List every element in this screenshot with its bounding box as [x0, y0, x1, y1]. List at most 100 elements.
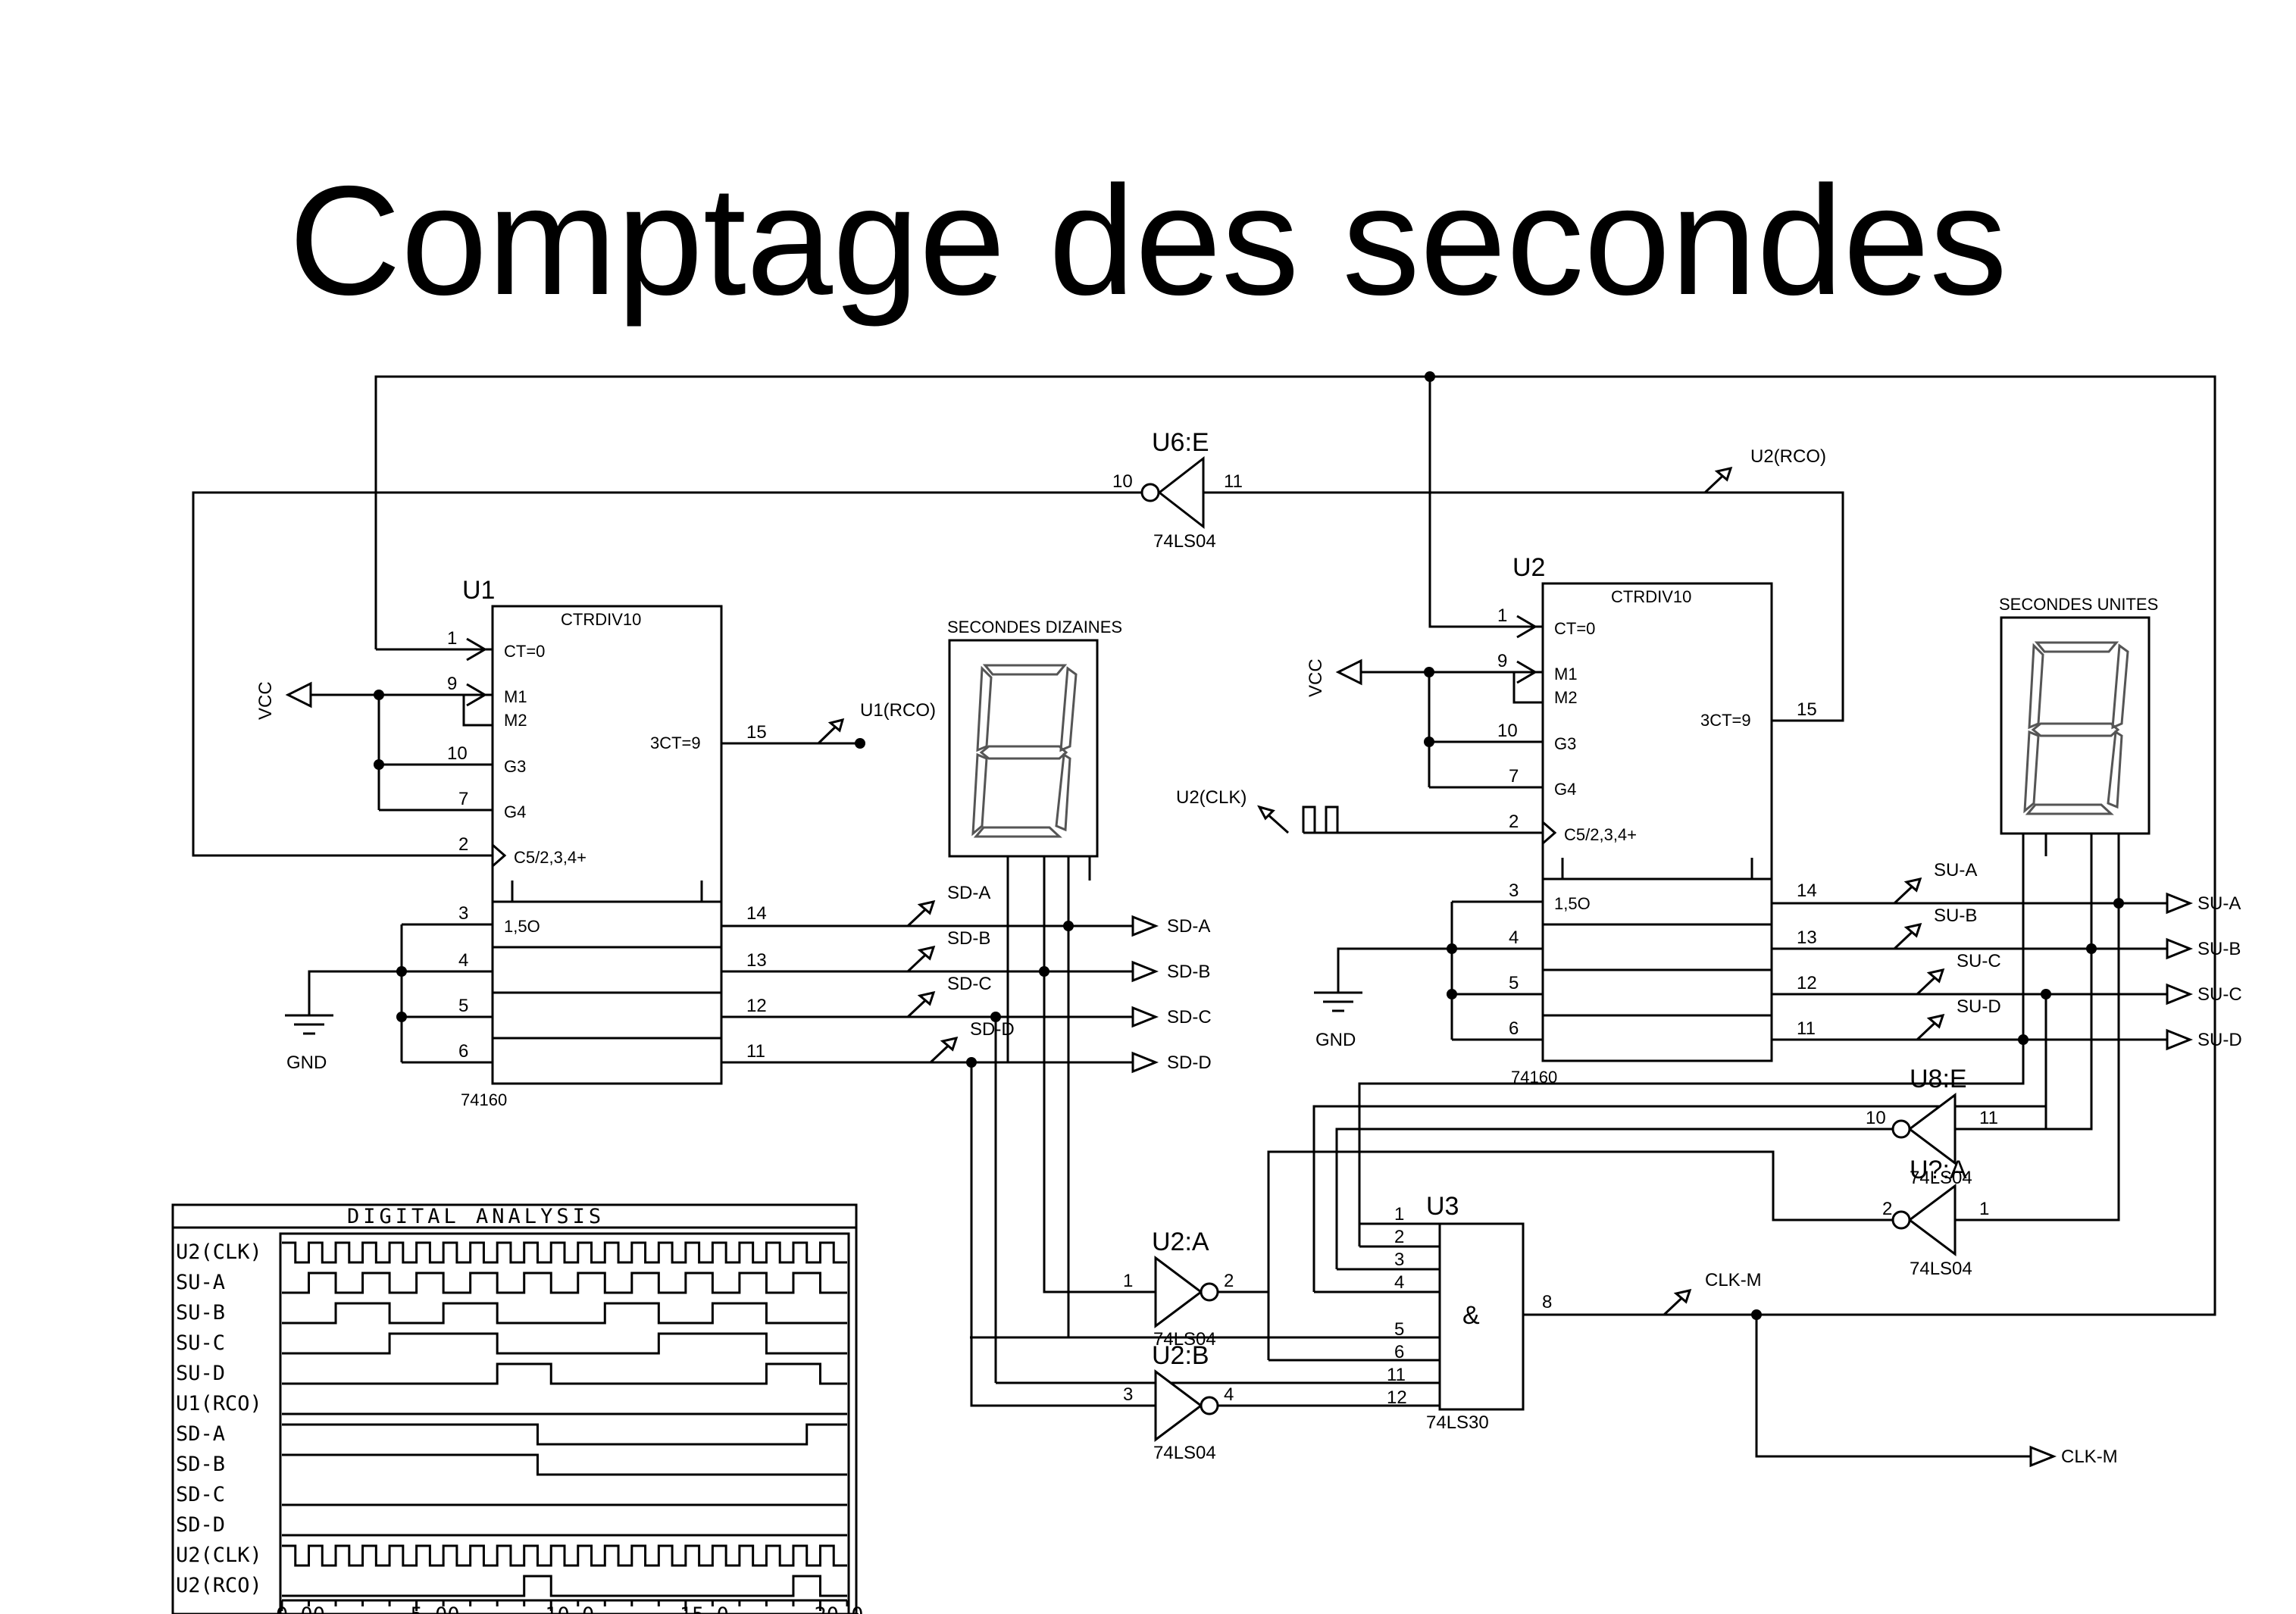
u6e-ref: U6:E — [1152, 428, 1209, 457]
u1-pin-ct0: CT=0 — [504, 642, 545, 661]
sd-c-out-label: SD-C — [1167, 1007, 1212, 1028]
u1-din-3: 3 — [458, 903, 468, 924]
counter-u2: U2 CTRDIV10 CT=0 M1 M2 G3 G4 C5/2,3,4+ 3… — [1176, 446, 1843, 1087]
u2-din-4: 4 — [1509, 927, 1519, 948]
u2-dout-12: 12 — [1797, 973, 1817, 993]
u2-out-pin: 15 — [1797, 699, 1817, 720]
analysis-waveform — [282, 1423, 847, 1446]
inverter-u2b: U2:B 3 4 74LS04 — [970, 926, 1246, 1463]
sd-outputs: SD-A SD-B SD-C SD-D SD-A SD-B SD-C SD-D — [721, 883, 1212, 1074]
analysis-tick-label: 5.00 — [411, 1603, 460, 1614]
u1-type: CTRDIV10 — [561, 610, 641, 629]
u2-pinnum-2: 2 — [1509, 812, 1519, 832]
analysis-tick-label: 15.0 — [680, 1603, 729, 1614]
u3-pin-8: 8 — [1542, 1292, 1552, 1312]
analysis-signal-label: SD-B — [176, 1453, 225, 1476]
u2-din-6: 6 — [1509, 1018, 1519, 1039]
analysis-signal-label: SD-A — [176, 1422, 225, 1446]
display-tens: SECONDES DIZAINES — [947, 618, 1122, 1068]
u1-pinnum-7: 7 — [458, 789, 468, 809]
analysis-waveform — [282, 1241, 847, 1264]
u2-pin-ct0: CT=0 — [1554, 619, 1595, 638]
u1-out-label: 3CT=9 — [650, 733, 701, 752]
u7a-part: 74LS04 — [1910, 1259, 1972, 1279]
inverter-u6e: U6:E 10 11 74LS04 — [1112, 428, 1243, 552]
u6e-part: 74LS04 — [1153, 531, 1216, 552]
analysis-signal-label: SD-D — [176, 1513, 225, 1537]
u2-din-3: 3 — [1509, 881, 1519, 901]
u1-dout-12: 12 — [746, 996, 767, 1016]
u2-clk-label: U2(CLK) — [1176, 787, 1247, 808]
u2b-pin-out: 4 — [1224, 1384, 1234, 1405]
analysis-signal-label: U2(CLK) — [176, 1544, 262, 1567]
u8e-pin-in: 10 — [1866, 1108, 1886, 1128]
u2-pinnum-10: 10 — [1497, 721, 1518, 741]
display-tens-label: SECONDES DIZAINES — [947, 618, 1122, 637]
inverter-u8e: U8:E 10 11 74LS04 — [1866, 949, 2093, 1188]
sd-d-out-label: SD-D — [1167, 1053, 1212, 1073]
u1-pinnum-9: 9 — [447, 674, 457, 694]
u2-data-label: 1,5O — [1554, 894, 1591, 913]
u8e-ref: U8:E — [1910, 1065, 1967, 1093]
u1-pinnum-2: 2 — [458, 834, 468, 855]
clk-m-out-label: CLK-M — [2061, 1447, 2118, 1467]
analysis-signal-label: SD-C — [176, 1483, 225, 1506]
u2-pin-g3: G3 — [1554, 734, 1576, 753]
u2b-pin-in: 3 — [1123, 1384, 1133, 1405]
u1-rco-label: U1(RCO) — [860, 700, 936, 721]
analysis-tick-label: 20.0 — [814, 1603, 863, 1614]
u3-ref: U3 — [1426, 1192, 1459, 1221]
u2a-part: 74LS04 — [1153, 1329, 1216, 1350]
analysis-waveform — [282, 1302, 847, 1325]
u2-pin-m2: M2 — [1554, 688, 1578, 707]
u1-dout-11: 11 — [746, 1041, 765, 1062]
sd-a-probe: SD-A — [947, 883, 990, 903]
u3-pin-3: 3 — [1394, 1250, 1404, 1270]
u2-dout-13: 13 — [1797, 927, 1817, 948]
u7a-pin-in: 2 — [1882, 1199, 1892, 1219]
u2-type: CTRDIV10 — [1611, 587, 1691, 606]
u2a-ref: U2:A — [1152, 1228, 1209, 1256]
analysis-signal-label: SU-A — [176, 1271, 225, 1294]
analysis-waveform — [282, 1544, 847, 1567]
slide-title: Comptage des secondes — [289, 154, 2007, 327]
sd-c-probe: SD-C — [947, 974, 992, 994]
u2-pinnum-9: 9 — [1497, 651, 1507, 671]
u1-dout-13: 13 — [746, 950, 767, 971]
u2-pin-g4: G4 — [1554, 780, 1576, 799]
u1-ref: U1 — [462, 576, 495, 605]
u1-out-pin: 15 — [746, 722, 767, 743]
analysis-waveform — [282, 1453, 847, 1476]
u2-out-label: 3CT=9 — [1700, 711, 1751, 730]
analysis-signal-label: SU-C — [176, 1331, 225, 1355]
su-a-out-label: SU-A — [2197, 893, 2241, 914]
u2-ref: U2 — [1512, 553, 1545, 582]
nand-u3: & U3 74LS30 1 2 3 4 5 6 11 12 8 CLK-M CL… — [970, 994, 2118, 1468]
analysis-signal-label: U1(RCO) — [176, 1392, 262, 1415]
display-units: SECONDES UNITES — [1999, 595, 2158, 1045]
su-b-out-label: SU-B — [2197, 939, 2241, 959]
u2b-part: 74LS04 — [1153, 1443, 1216, 1463]
su-a-probe: SU-A — [1934, 860, 1977, 881]
u2-pin-c5: C5/2,3,4+ — [1564, 825, 1637, 844]
analysis-waveform — [282, 1362, 847, 1385]
u3-pin-2: 2 — [1394, 1227, 1404, 1247]
counter-u1: U1 CTRDIV10 CT=0 M1 M2 G3 G4 C5/2,3,4+ 3… — [255, 576, 936, 1109]
u2-pinnum-1: 1 — [1497, 605, 1507, 626]
analysis-signal-label: SU-B — [176, 1301, 225, 1325]
u7a-ref: U?:A — [1910, 1156, 1967, 1184]
u1-pin-g4: G4 — [504, 802, 526, 821]
u2-dout-14: 14 — [1797, 881, 1817, 901]
analysis-tick-label: 10.0 — [545, 1603, 594, 1614]
su-c-probe: SU-C — [1957, 951, 2001, 971]
u1-gnd: GND — [286, 1053, 327, 1073]
u2-gnd: GND — [1315, 1030, 1356, 1050]
analysis-waveform — [282, 1271, 847, 1294]
u1-pin-m1: M1 — [504, 687, 527, 706]
u2-din-5: 5 — [1509, 973, 1519, 993]
u1-part: 74160 — [461, 1090, 507, 1109]
u6e-pin-out: 11 — [1224, 471, 1243, 492]
u1-pin-c5: C5/2,3,4+ — [514, 848, 587, 867]
u2-rco-label: U2(RCO) — [1750, 446, 1826, 467]
display-units-label: SECONDES UNITES — [1999, 595, 2158, 614]
